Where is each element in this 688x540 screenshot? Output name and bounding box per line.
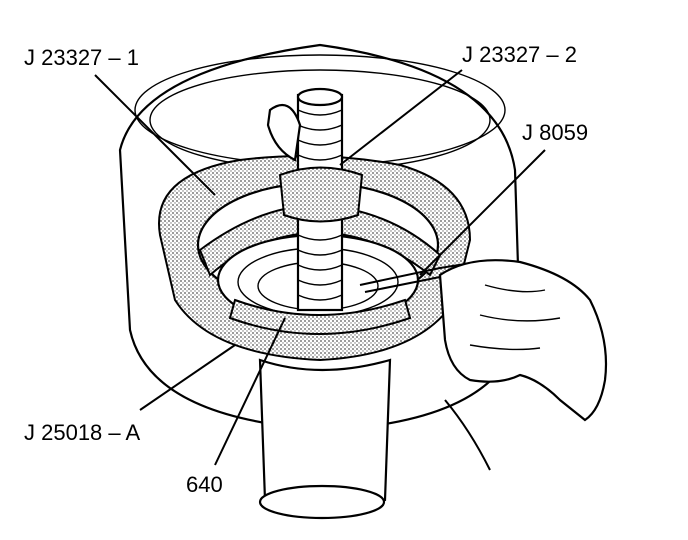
leader-lines: [94, 69, 546, 466]
leader-part: [214, 317, 286, 466]
label-tool-1: J 23327 – 1: [24, 45, 139, 70]
label-part: 640: [186, 472, 223, 497]
leader-tool-3: [419, 149, 546, 276]
compressor-screw: [266, 87, 364, 312]
leader-tool-4: [139, 344, 236, 411]
label-tool-2: J 23327 – 2: [462, 42, 577, 67]
technician-hand: [438, 259, 608, 471]
clutch-hub: [258, 358, 392, 520]
leader-tool-1: [94, 74, 216, 196]
leader-tool-2: [339, 69, 463, 166]
label-tool-3: J 8059: [522, 120, 588, 145]
label-tool-4: J 25018 – A: [24, 420, 141, 445]
